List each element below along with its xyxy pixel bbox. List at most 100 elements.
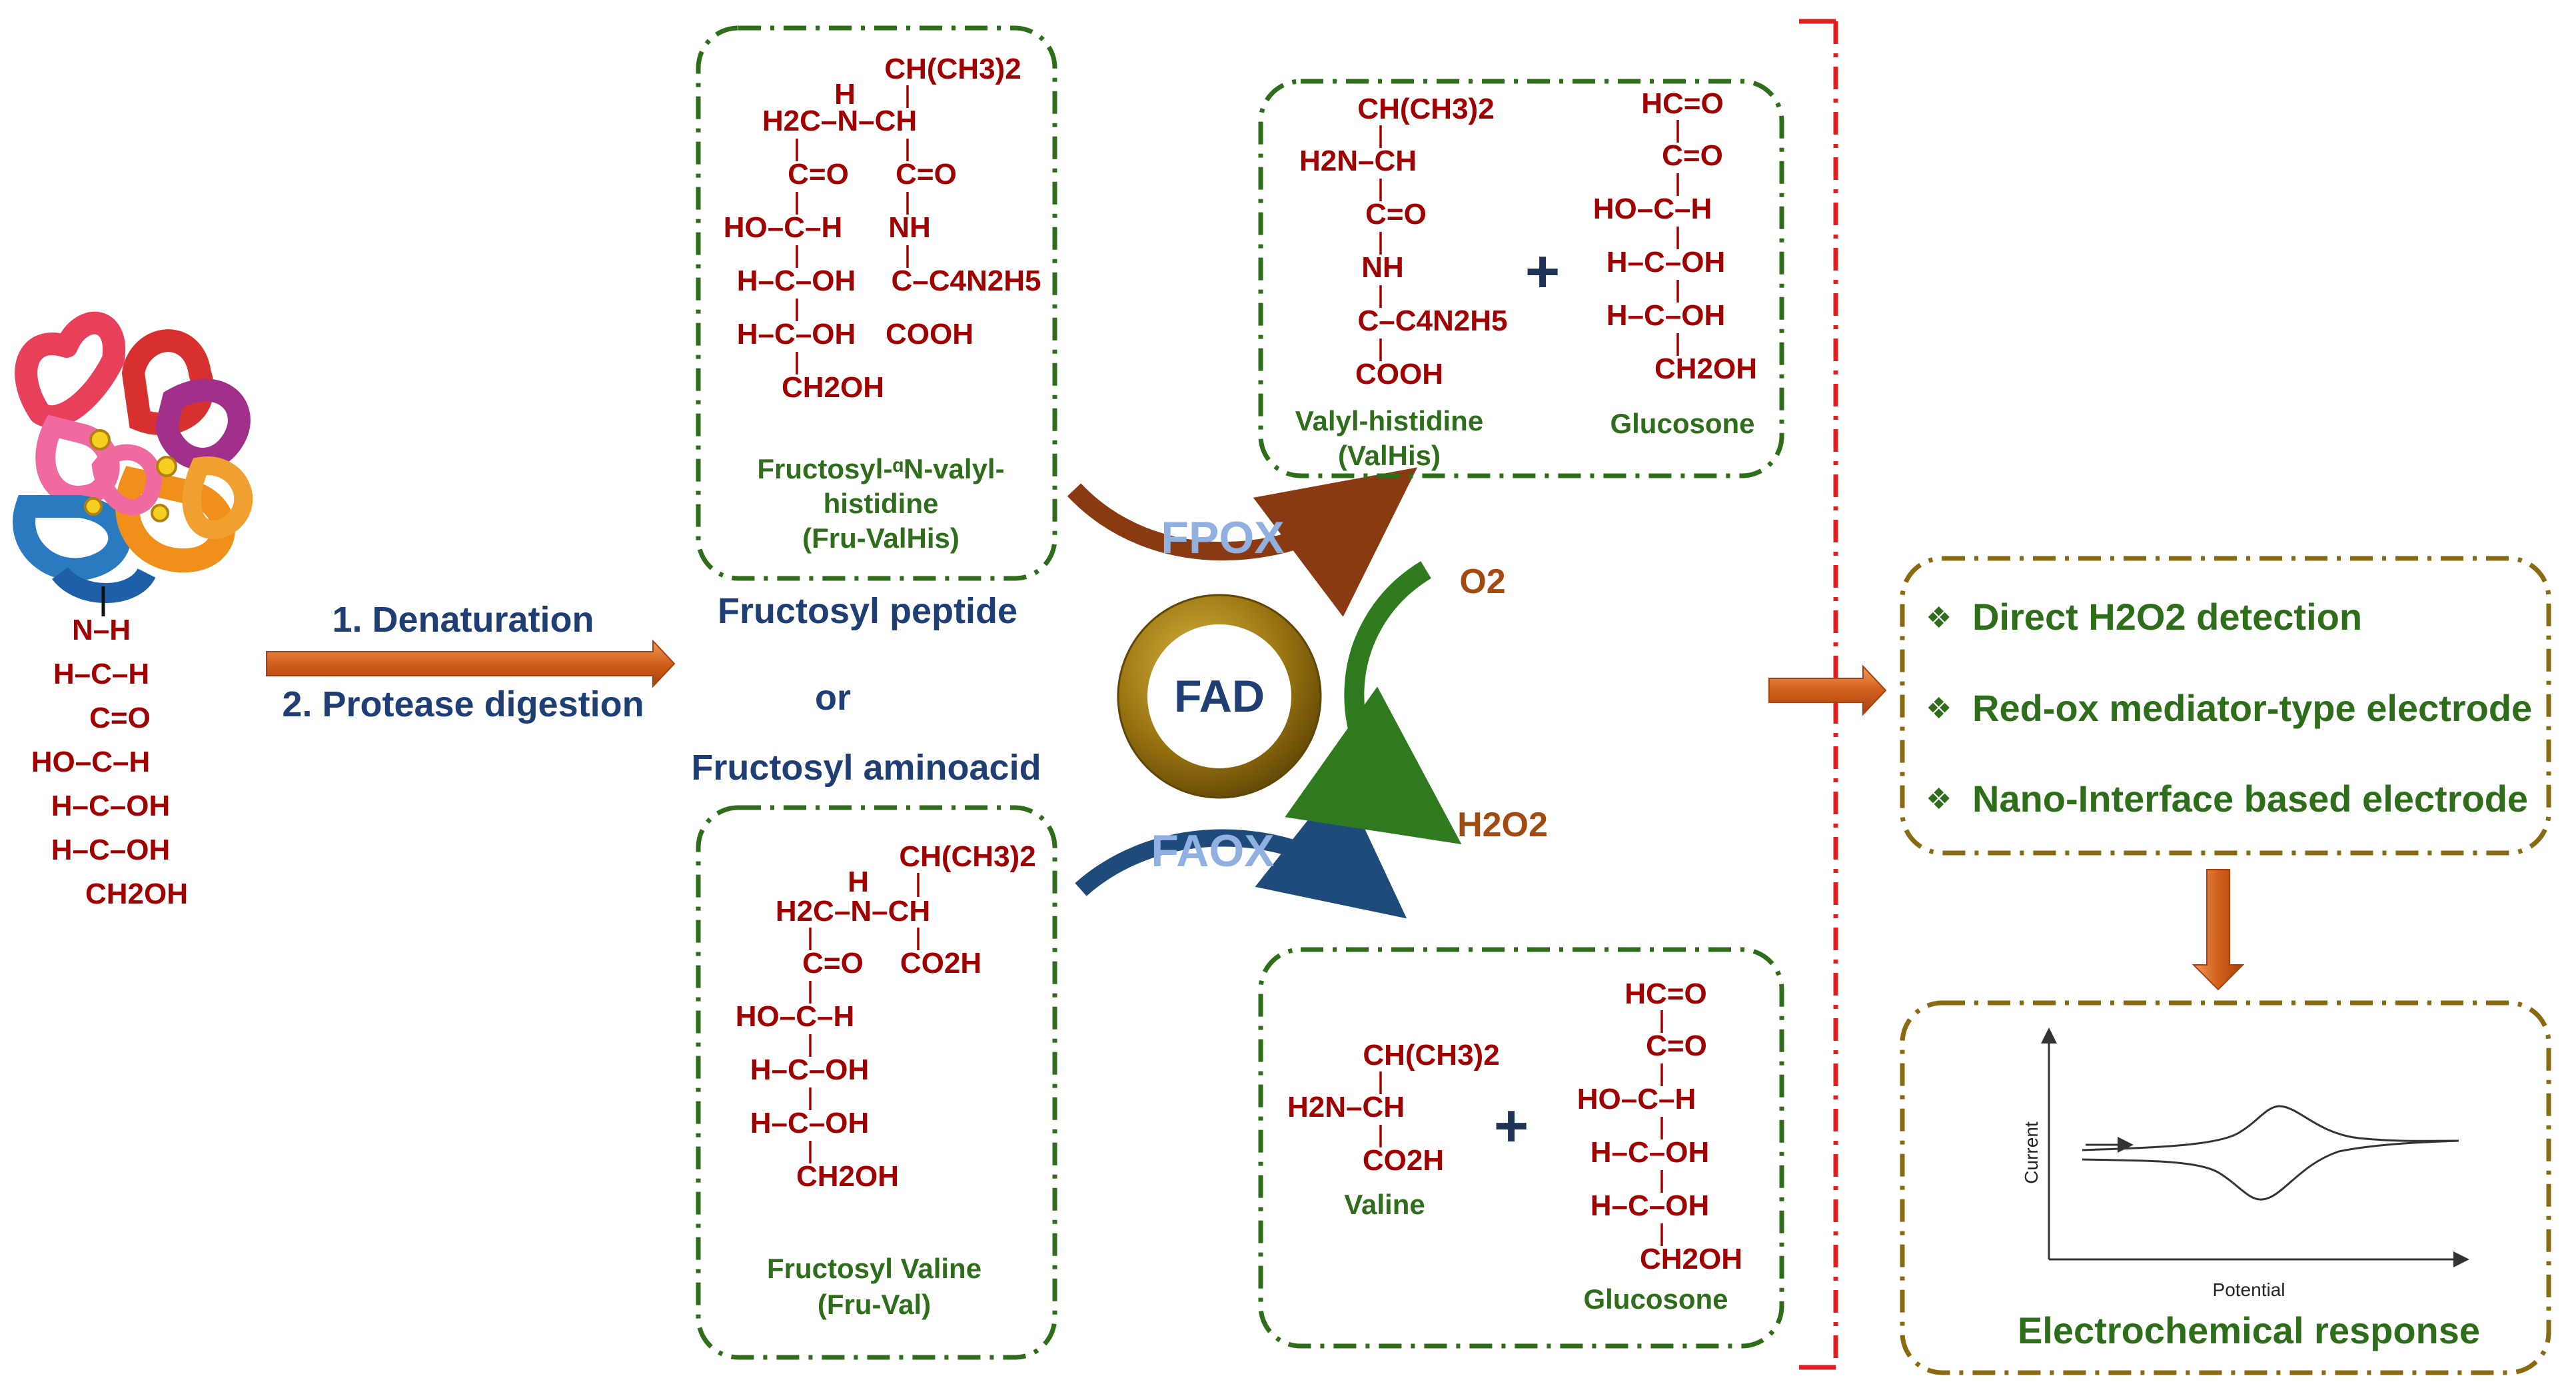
label-fructosyl-peptide: Fructosyl peptide [718,591,1017,631]
fv-line: CO2H [900,947,981,980]
fru-val-caption: Fructosyl Valine [767,1253,981,1284]
fvh-line: H [834,78,856,111]
detection-item: Red-ox mediator-type electrode [1972,687,2532,729]
gt-line: C=O [1662,139,1723,172]
product-box-top [1258,79,1784,478]
response-caption: Electrochemical response [2018,1309,2480,1351]
fvh-line: H–C–OH [737,265,856,297]
va-line: CO2H [1363,1144,1444,1177]
gt-line: H–C–OH [1607,246,1726,279]
fvh-line: CH2OH [782,371,884,404]
vh-line: COOH [1355,358,1443,390]
reaction-arrows [1067,467,1462,919]
bullet-icon: ❖ [1926,783,1952,816]
cv-reverse-trace [2082,1139,2459,1201]
gb-line: C=O [1646,1030,1707,1062]
fvh-line: CH(CH3)2 [884,53,1021,85]
vh-line: C–C4N2H5 [1358,305,1508,337]
response-box [1900,1000,2551,1375]
glucosone-bottom-caption: Glucosone [1583,1283,1728,1315]
chain-row: C=O [89,702,151,734]
gb-line: CH2OH [1640,1243,1742,1275]
vh-line: C=O [1365,198,1427,231]
step-denaturation: 1. Denaturation [332,600,594,640]
chain-row: CH2OH [85,878,188,910]
digestion-arrow [266,639,676,688]
chain-row: H–C–H [53,658,149,690]
plus-top: + [1525,239,1561,305]
label-or: or [815,678,851,718]
fad-label: FAD [1174,671,1265,722]
fv-line: H–C–OH [750,1053,870,1086]
fru-val-caption: (Fru-Val) [818,1289,931,1320]
fru-valhis-caption: histidine [824,488,939,519]
vh-line: CH(CH3)2 [1357,93,1494,125]
fv-line: H–C–OH [750,1107,870,1139]
gb-line: HO–C–H [1577,1083,1696,1115]
valhis-caption: Valyl-histidine [1295,405,1483,436]
gb-line: H–C–OH [1591,1189,1710,1222]
enzyme-faox: FAOX [1151,826,1274,876]
plus-bottom: + [1494,1093,1529,1159]
chain-nh: N–H [72,614,131,646]
fv-line: HO–C–H [736,1000,855,1033]
response-arrow [2192,869,2245,991]
gb-line: HC=O [1624,978,1706,1010]
gt-line: HC=O [1641,87,1723,120]
fad-ring [1117,594,1322,799]
fv-line: H2C–N–CH [776,895,930,928]
fvh-line: COOH [886,318,973,350]
valine-caption: Valine [1344,1189,1425,1220]
oxygen-label: O2 [1459,562,1505,601]
fru-valhis-box [696,25,1057,581]
cv-forward-trace [2082,1105,2459,1151]
fv-line: C=O [802,947,864,980]
detection-arrow [1768,664,1887,716]
graph-xlabel: Potential [2213,1279,2285,1300]
bullet-icon: ❖ [1926,602,1952,634]
fru-valhis-structure: CH(CH3)2 H H2C–N–CH C=O C=O HO–C–H NH H–… [724,53,1041,404]
fru-valhis-caption: (Fru-ValHis) [802,522,960,554]
fvh-line: HO–C–H [724,211,843,244]
fv-line: H [848,866,869,898]
valhis-structure: CH(CH3)2 H2N–CH C=O NH C–C4N2H5 COOH [1299,93,1508,390]
va-line: CH(CH3)2 [1363,1039,1499,1071]
fvh-line: NH [888,211,931,244]
protein-chain-formula: N–H H–C–H C=O HO–C–H H–C–OH H–C–OH CH2OH [31,614,188,910]
fru-val-structure: H CH(CH3)2 H2C–N–CH C=O CO2H HO–C–H H–C–… [736,840,1036,1193]
chain-row: H–C–OH [51,790,171,822]
graph-ylabel: Current [2021,1121,2042,1184]
gt-line: H–C–OH [1607,299,1726,332]
valhis-caption: (ValHis) [1338,440,1441,471]
chain-row: HO–C–H [31,746,151,778]
fvh-line: C=O [788,158,849,191]
peroxide-label: H2O2 [1457,806,1548,844]
va-line: H2N–CH [1287,1091,1405,1123]
protein-illustration [13,311,253,616]
fv-line: CH(CH3)2 [899,840,1035,873]
vh-line: H2N–CH [1299,145,1417,177]
enzyme-fpox: FPOX [1161,512,1284,563]
glucosone-bottom-structure: HC=O C=O HO–C–H H–C–OH H–C–OH CH2OH [1577,978,1742,1275]
fvh-line: H–C–OH [737,318,856,350]
product-box-bottom [1258,947,1784,1349]
glucosone-top-caption: Glucosone [1610,408,1754,439]
red-bracket [1799,19,1838,1370]
label-fructosyl-aminoacid: Fructosyl aminoacid [691,748,1041,788]
fvh-line: C=O [896,158,957,191]
fv-line: CH2OH [796,1160,899,1193]
cv-graph [2041,1028,2469,1267]
fru-valhis-caption: Fructosyl-ᵅN-valyl- [757,453,1004,484]
vh-line: NH [1361,251,1404,284]
fvh-line: H2C–N–CH [762,105,917,137]
fvh-line: C–C4N2H5 [892,265,1041,297]
detection-list: ❖ Direct H2O2 detection ❖ Red-ox mediato… [1926,596,2532,820]
detection-item: Direct H2O2 detection [1972,596,2362,638]
fru-val-box [696,805,1057,1360]
gt-line: HO–C–H [1593,193,1712,225]
valine-structure: CH(CH3)2 H2N–CH CO2H [1287,1039,1500,1177]
detection-box [1900,556,2551,856]
chain-row: H–C–OH [51,834,171,866]
